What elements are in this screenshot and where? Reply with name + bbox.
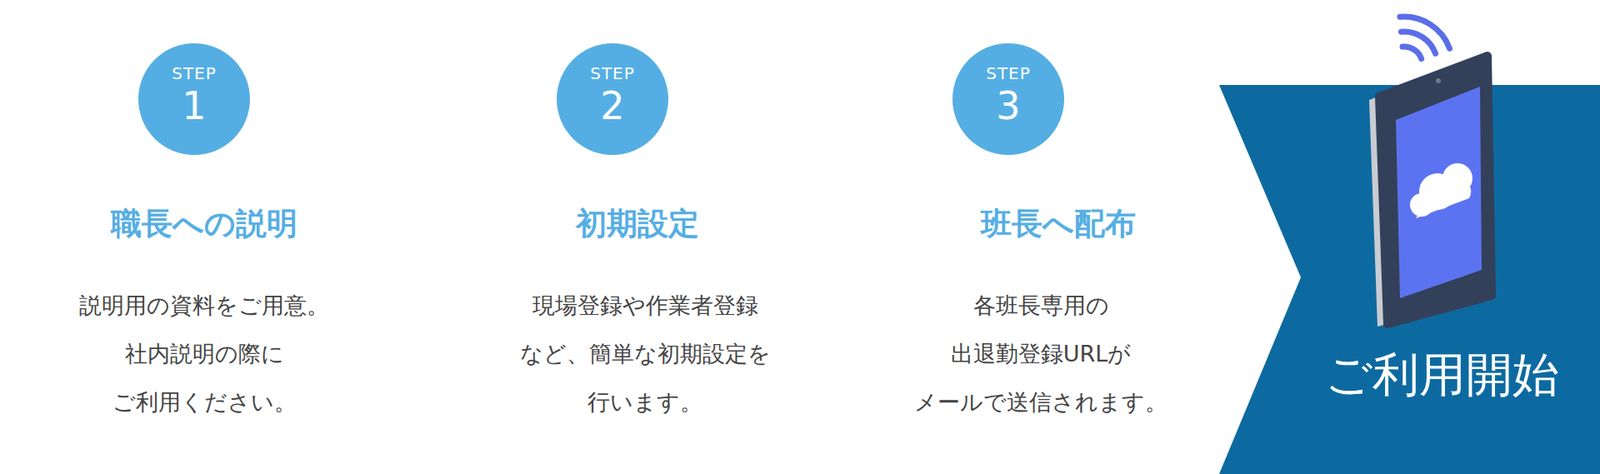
step-number: 1 (138, 83, 250, 129)
step-description: 説明用の資料をご用意。 社内説明の際に ご利用ください。 (79, 281, 330, 427)
wifi-signal (1400, 16, 1450, 59)
cloud-icon (1410, 163, 1473, 219)
start-chevron: ご利用開始 (1219, 0, 1600, 474)
step-label: STEP (138, 63, 250, 84)
step-heading: 初期設定 (575, 203, 700, 245)
start-label: ご利用開始 (1325, 344, 1560, 408)
chevron-shape (1219, 0, 1600, 474)
step-circle: STEP3班長へ配布各班長専用の 出退勤登録URLが メールで送信されます。 (952, 43, 1065, 155)
step-description: 各班長専用の 出退勤登録URLが メールで送信されます。 (914, 281, 1168, 427)
step-description: 現場登録や作業者登録 など、簡単な初期設定を 行います。 (520, 281, 771, 427)
step-circle: STEP1職長への説明説明用の資料をご用意。 社内説明の際に ご利用ください。 (138, 43, 250, 155)
phone-body (1379, 55, 1492, 325)
step-label: STEP (952, 63, 1065, 84)
wifi-arc (1400, 16, 1450, 49)
step-label: STEP (556, 63, 669, 84)
step-heading: 班長へ配布 (980, 203, 1136, 245)
phone-screen (1395, 86, 1482, 299)
wifi-arc (1402, 46, 1422, 59)
cloud-part (1415, 181, 1471, 219)
phone-camera (1435, 78, 1441, 84)
phone-illustration (1369, 55, 1492, 327)
step-number: 2 (556, 83, 669, 129)
chevron-fill (1219, 85, 1600, 474)
step-circle: STEP2初期設定現場登録や作業者登録 など、簡単な初期設定を 行います。 (556, 43, 669, 155)
step-heading: 職長への説明 (110, 203, 298, 245)
step-number: 3 (952, 83, 1065, 129)
wifi-arc (1401, 31, 1436, 54)
